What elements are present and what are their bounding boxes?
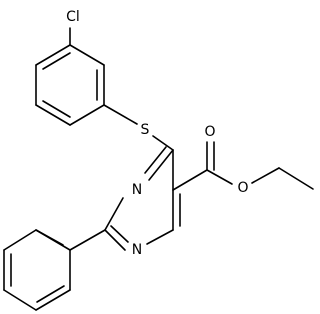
nitrogen-atom-label-n3: N [132, 182, 142, 198]
bond-ring3-5-double [36, 285, 65, 303]
bond-ch2-ch3 [278, 167, 314, 190]
bond-ring1-4 [35, 104, 71, 126]
chlorine-atom-label: Cl [66, 9, 80, 25]
bond-ring1-1 [69, 44, 105, 66]
bond-ring1-4-double [42, 100, 71, 118]
bond-c5-carbonyl [172, 169, 208, 191]
bond-pyr-n1-c2-double [110, 225, 129, 243]
ester-oxygen-atom-label: O [237, 180, 248, 196]
bond-s-c4 [152, 135, 174, 151]
bond-c2-phenyl [69, 229, 106, 251]
bond-ring3-2 [3, 229, 37, 251]
bond-aryl-s [103, 104, 138, 125]
bond-pyr-n1-c2 [104, 229, 126, 251]
bond-pyr-n3-c4-double [144, 146, 167, 174]
atom-labels: Cl S N N O O [66, 9, 248, 258]
bond-ring3-1-double [35, 229, 64, 246]
bond-pyr-n3-c4 [148, 149, 174, 181]
bond-oester-ch2 [251, 167, 280, 184]
bonds [3, 27, 314, 311]
bond-carbonyl-oester [206, 169, 233, 185]
carbonyl-oxygen-atom-label: O [204, 124, 215, 140]
bond-pyr-c2-n3 [104, 197, 124, 231]
bond-pyr-c6-n1 [146, 229, 174, 245]
bond-ring3-4 [3, 289, 37, 311]
bond-ring1-6-double [42, 52, 71, 70]
bond-ring1-6 [35, 44, 71, 66]
bond-ring1-3 [69, 104, 105, 126]
bond-ring3-5 [35, 289, 71, 311]
sulfur-atom-label: S [141, 122, 150, 138]
nitrogen-atom-label-n1: N [132, 242, 142, 258]
